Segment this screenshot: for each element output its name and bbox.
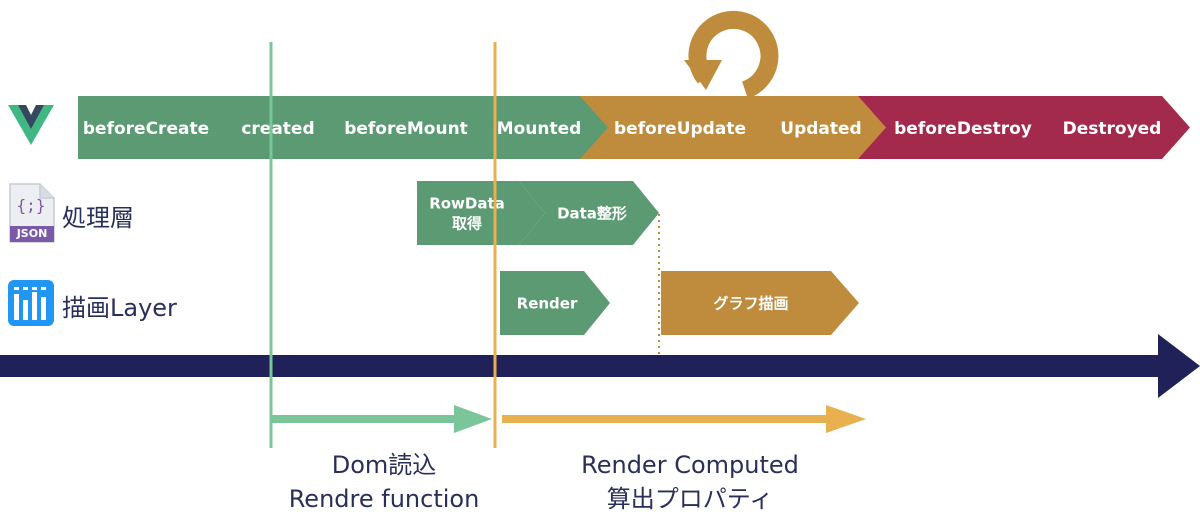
lifecycle-stage [744, 96, 894, 159]
json-file-icon: {;} JSON [8, 182, 56, 244]
render-step [661, 271, 859, 335]
lifecycle-stage-label: beforeDestroy [894, 119, 1032, 139]
update-loop-icon [684, 10, 779, 99]
lifecycle-stage [208, 96, 344, 159]
lifecycle-stage [858, 96, 1064, 159]
lifecycle-stage-label: Mounted [497, 119, 582, 139]
processing-step-label: 取得 [452, 215, 482, 233]
lifecycle-stage-label: Destroyed [1063, 119, 1162, 139]
render-step-label: グラフ描画 [713, 294, 788, 312]
processing-layer-label: 処理層 [62, 204, 134, 232]
lifecycle-stage-label: created [241, 119, 314, 139]
lifecycle-stage [1030, 96, 1190, 159]
bar-chart-icon [8, 280, 54, 326]
lifecycle-stage [464, 96, 610, 159]
lifecycle-stage [580, 96, 776, 159]
lifecycle-stage-label: Updated [780, 119, 861, 139]
lifecycle-stage-label: beforeMount [344, 119, 468, 139]
vue-logo-icon [8, 105, 54, 145]
dom-phase-arrow [271, 415, 457, 423]
processing-step [417, 181, 545, 245]
render-step [500, 271, 610, 335]
render-step-label: Render [517, 294, 578, 312]
processing-step [519, 181, 659, 245]
render-phase-arrow [502, 415, 830, 423]
lifecycle-stage-label: beforeCreate [83, 119, 209, 139]
dom-phase-arrowhead [454, 405, 492, 433]
render-layer-label: 描画Layer [62, 294, 177, 322]
timeline-arrowhead [1158, 334, 1200, 398]
processing-step-label: Data整形 [557, 204, 627, 222]
processing-step-label: RowData [429, 194, 505, 212]
render-phase-arrowhead [826, 405, 866, 433]
timeline-bar [0, 355, 1160, 377]
lifecycle-stage [78, 96, 238, 159]
lifecycle-stage-label: beforeUpdate [614, 119, 746, 139]
lifecycle-stage [312, 96, 496, 159]
